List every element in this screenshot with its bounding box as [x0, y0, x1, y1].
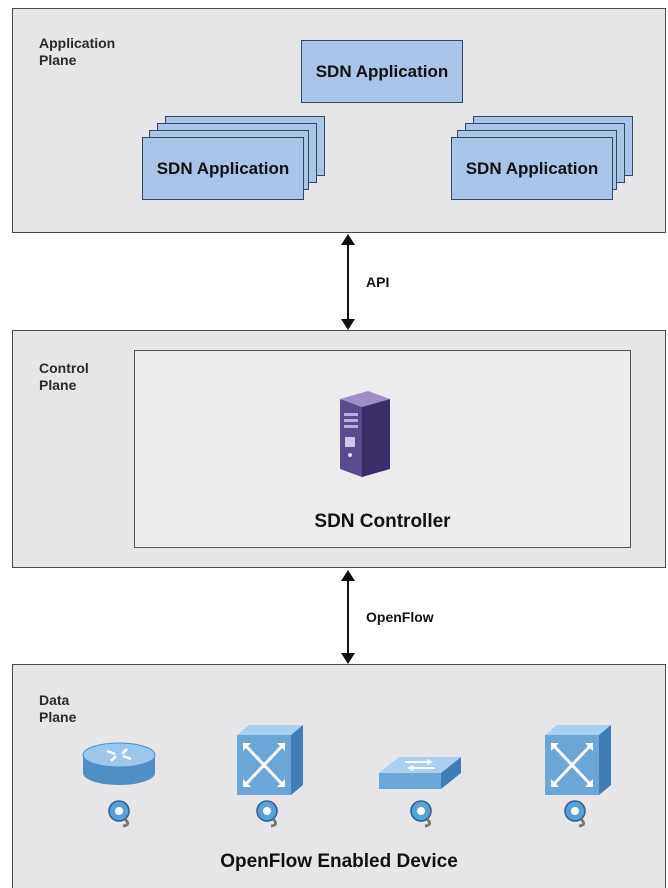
sdn-application-label: SDN Application: [156, 158, 290, 178]
sdn-controller-box: SDN Controller: [134, 350, 631, 548]
router-icon: [82, 742, 156, 785]
multilayer-switch-icon: [237, 725, 303, 795]
openflow-badge-icon: [256, 800, 278, 828]
openflow-badge-icon: [108, 800, 130, 828]
application-plane: Application Plane SDN Application SDN Ap…: [12, 8, 666, 233]
sdn-application-top: SDN Application: [301, 40, 463, 103]
multilayer-switch-icon: [545, 725, 611, 795]
application-plane-label: Application Plane: [39, 35, 116, 68]
openflow-badge-icon: [564, 800, 586, 828]
openflow-label: OpenFlow: [366, 609, 434, 625]
server-icon: [340, 391, 390, 477]
api-label: API: [366, 274, 390, 290]
api-arrow: [341, 234, 355, 330]
openflow-enabled-device-label: OpenFlow Enabled Device: [220, 851, 458, 872]
sdn-application-label: SDN Application: [465, 158, 599, 178]
control-plane: Control Plane SDN Controller: [12, 330, 666, 568]
sdn-application-right: SDN Application: [451, 137, 613, 200]
control-plane-label: Control Plane: [39, 360, 89, 393]
data-plane-label: Data Plane: [39, 692, 77, 725]
sdn-application-label: SDN Application: [315, 61, 449, 81]
openflow-arrow: [341, 570, 355, 664]
workgroup-switch-icon: [379, 757, 461, 789]
data-plane: Data Plane: [12, 664, 666, 888]
openflow-badge-icon: [410, 800, 432, 828]
sdn-application-left: SDN Application: [142, 137, 304, 200]
sdn-controller-label: SDN Controller: [314, 511, 451, 532]
